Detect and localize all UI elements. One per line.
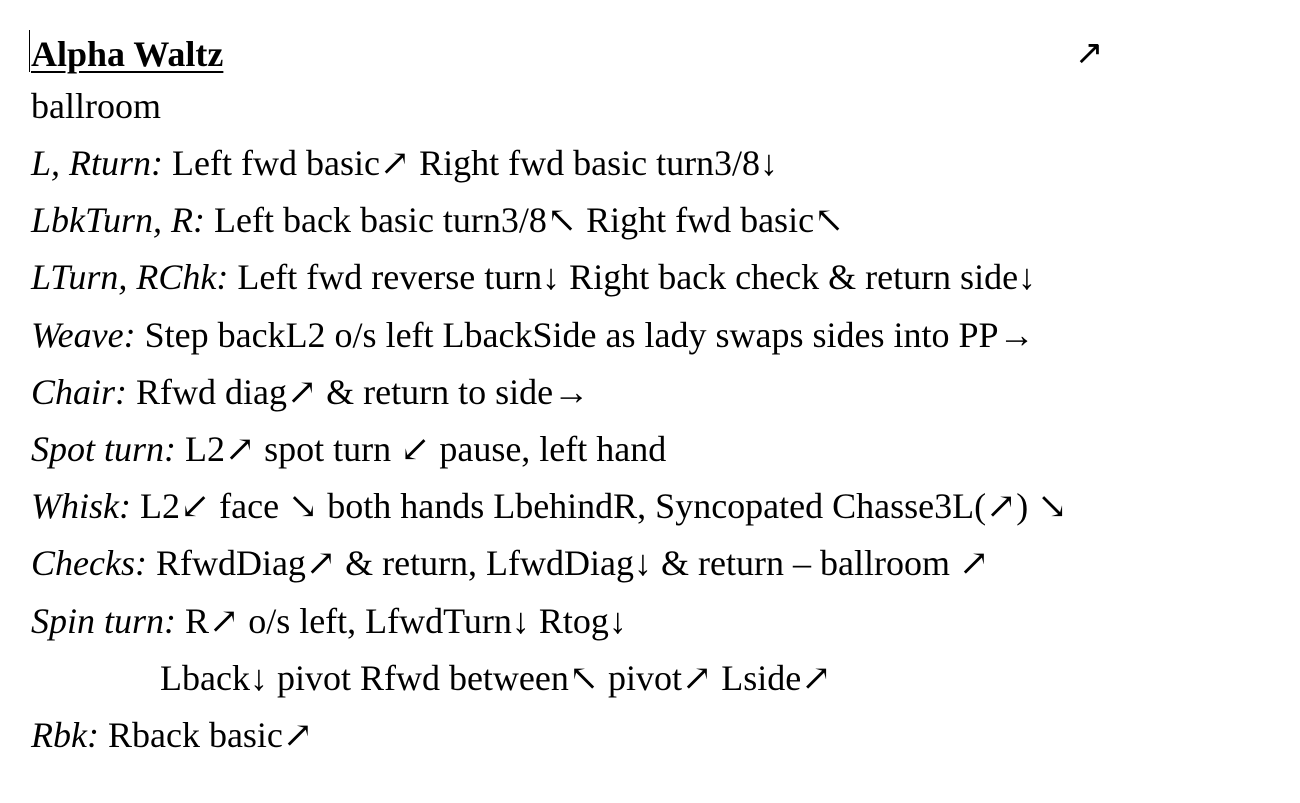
document-title: Alpha Waltz bbox=[31, 34, 224, 74]
step-text: Left back basic turn3/8↖ Right fwd basic… bbox=[205, 200, 845, 240]
step-continuation-line: Lback↓ pivot Rfwd between↖ pivot↗ Lside↗ bbox=[160, 656, 831, 700]
step-text: Rback basic↗ bbox=[98, 715, 314, 755]
document-subtitle: ballroom bbox=[31, 86, 161, 126]
step-line: L, Rturn: Left fwd basic↗ Right fwd basi… bbox=[31, 141, 778, 185]
step-label: Chair: bbox=[31, 372, 128, 412]
step-text: Left fwd reverse turn↓ Right back check … bbox=[228, 257, 1037, 297]
step-line: Chair: Rfwd diag↗ & return to side→ bbox=[31, 370, 589, 414]
step-line: Rbk: Rback basic↗ bbox=[31, 713, 313, 757]
step-line: LTurn, RChk: Left fwd reverse turn↓ Righ… bbox=[31, 255, 1036, 299]
step-label: LbkTurn, R: bbox=[31, 200, 206, 240]
step-line: Weave: Step backL2 o/s left LbackSide as… bbox=[31, 313, 1035, 357]
step-line: Spin turn: R↗ o/s left, LfwdTurn↓ Rtog↓ bbox=[31, 599, 627, 643]
step-label: Weave: bbox=[31, 315, 136, 355]
title-arrow-icon: ↗ bbox=[1075, 33, 1104, 73]
step-text: RfwdDiag↗ & return, LfwdDiag↓ & return –… bbox=[146, 543, 990, 583]
step-text: Rfwd diag↗ & return to side→ bbox=[127, 372, 590, 412]
document-title-line: Alpha Waltz bbox=[31, 32, 223, 76]
step-label: L, Rturn: bbox=[31, 143, 164, 183]
step-label: Whisk: bbox=[31, 486, 131, 526]
step-text: Lback↓ pivot Rfwd between↖ pivot↗ Lside↗ bbox=[160, 658, 832, 698]
step-line: Checks: RfwdDiag↗ & return, LfwdDiag↓ & … bbox=[31, 541, 989, 585]
step-line: Spot turn: L2↗ spot turn ↙ pause, left h… bbox=[31, 427, 666, 471]
text-cursor bbox=[29, 30, 30, 72]
step-label: LTurn, RChk: bbox=[31, 257, 229, 297]
step-label: Spin turn: bbox=[31, 601, 177, 641]
step-label: Checks: bbox=[31, 543, 147, 583]
step-text: Left fwd basic↗ Right fwd basic turn3/8↓ bbox=[163, 143, 779, 183]
step-label: Rbk: bbox=[31, 715, 99, 755]
step-text: L2↗ spot turn ↙ pause, left hand bbox=[176, 429, 667, 469]
step-text: R↗ o/s left, LfwdTurn↓ Rtog↓ bbox=[176, 601, 627, 641]
step-line: Whisk: L2↙ face ↘ both hands LbehindR, S… bbox=[31, 484, 1067, 528]
step-text: L2↙ face ↘ both hands LbehindR, Syncopat… bbox=[130, 486, 1068, 526]
step-label: Spot turn: bbox=[31, 429, 177, 469]
step-line: LbkTurn, R: Left back basic turn3/8↖ Rig… bbox=[31, 198, 844, 242]
step-text: Step backL2 o/s left LbackSide as lady s… bbox=[135, 315, 1035, 355]
